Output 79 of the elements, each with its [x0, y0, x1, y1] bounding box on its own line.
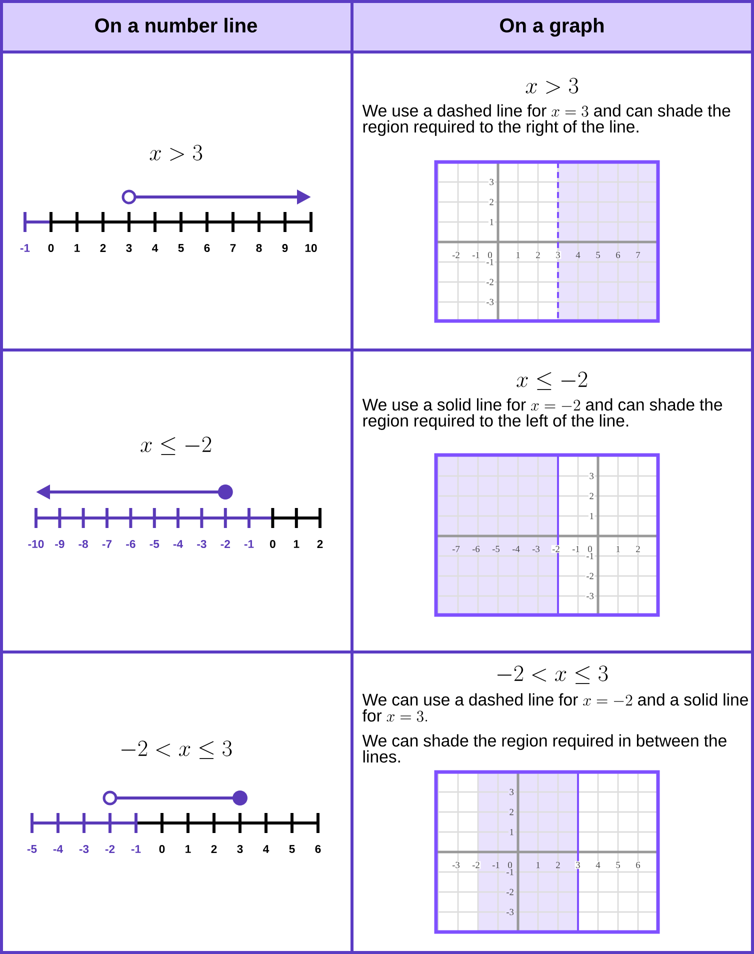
tick-label: 7: [230, 244, 236, 252]
tick-label: 2: [100, 244, 106, 252]
tick-label: 5: [289, 845, 295, 853]
label: for: [362, 709, 382, 722]
tick-label: 1: [186, 845, 191, 853]
axis-label: 5: [614, 861, 622, 869]
axis-label: 3: [588, 472, 595, 480]
label: and a solid line: [638, 693, 748, 706]
column-header: On a graph: [352, 2, 752, 52]
axis-label: -1: [485, 258, 495, 266]
explanation-text: We can shade the region required in between the lines.: [362, 734, 726, 763]
axis-label: 4: [594, 861, 602, 869]
axis-label: 1: [614, 545, 622, 553]
tick-label: -2: [220, 540, 230, 548]
explanation-text: We can use a dashed line for $x = -2$ and a solid line for $x = 3.$: [362, 693, 748, 722]
tick-label: -4: [53, 845, 63, 853]
tick-label: 6: [204, 244, 210, 252]
tick-label: -1: [131, 845, 141, 853]
axis-label: 2: [634, 545, 642, 553]
axis-label: -1: [585, 552, 595, 560]
tick-label: 0: [159, 845, 165, 854]
tick-label: -3: [79, 845, 89, 854]
explanation-text: We use a dashed line for $x = 3$ and can shade the region required to the right of the line.: [362, 104, 730, 136]
label: We can use a dashed line for: [362, 693, 578, 706]
tick-label: 10: [305, 244, 317, 252]
tick-label: -2: [105, 845, 115, 853]
tick-label: -5: [27, 845, 37, 853]
axis-label: 2: [488, 198, 495, 206]
tick-label: 6: [315, 845, 321, 854]
tick-label: 1: [294, 540, 300, 548]
axis-label: 6: [634, 861, 642, 869]
axis-label: 2: [588, 492, 595, 500]
tick-label: 1: [74, 244, 80, 252]
tick-label: -1: [244, 540, 254, 548]
axis-label: -2: [471, 861, 481, 869]
axis-label: -3: [485, 298, 495, 306]
axis-label: 2: [534, 251, 542, 259]
axis-label: -2: [485, 278, 495, 286]
label: $x = 3.$: [386, 710, 428, 722]
explanation-text: We use a solid line for $x = -2$ and can shade the region required to the left of the line.: [362, 398, 722, 430]
axis-label: -1: [471, 251, 481, 259]
inequality: $x \leq -2$: [140, 436, 212, 456]
axis-label: -2: [451, 251, 461, 259]
axis-label: 1: [488, 218, 495, 226]
tick-label: 3: [126, 244, 132, 252]
axis-label: 3: [488, 178, 495, 186]
inequality: $-2 < x \leq 3$: [121, 740, 232, 760]
tick-label: 4: [263, 845, 270, 853]
tick-label: 0: [48, 244, 54, 252]
axis-label: 1: [514, 251, 522, 259]
tick-label: -1: [20, 244, 30, 252]
tick-label: 2: [317, 540, 323, 548]
axis-label: 3: [554, 251, 562, 259]
column-header: On a number line: [2, 2, 350, 52]
axis-label: -2: [585, 572, 595, 580]
tick-label: 2: [211, 845, 217, 853]
tick-label: 0: [270, 540, 276, 548]
inequality: $-2 < x \leq 3$: [497, 666, 608, 684]
tick-label: 8: [256, 244, 262, 252]
tick-label: 9: [282, 244, 288, 252]
axis-label: -1: [571, 545, 581, 553]
axis-label: -3: [451, 861, 461, 869]
inequality: $x > 3$: [526, 78, 578, 94]
tick-label: -3: [197, 540, 206, 548]
tick-label: -10: [28, 540, 44, 548]
label: $x = -2$: [583, 694, 632, 706]
tick-label: -4: [173, 540, 183, 548]
axis-label: -3: [585, 592, 595, 600]
tick-label: -9: [55, 540, 64, 548]
axis-label: 1: [588, 512, 595, 520]
inequality: $x > 3$: [150, 144, 202, 161]
tick-label: 4: [152, 244, 158, 252]
tick-label: -7: [102, 540, 112, 548]
tick-label: -6: [126, 540, 136, 548]
inequality: $x \leq -2$: [516, 372, 588, 390]
tick-label: 5: [178, 244, 184, 252]
tick-label: -5: [150, 540, 160, 548]
tick-label: -8: [78, 540, 88, 548]
tick-label: 3: [237, 845, 243, 854]
